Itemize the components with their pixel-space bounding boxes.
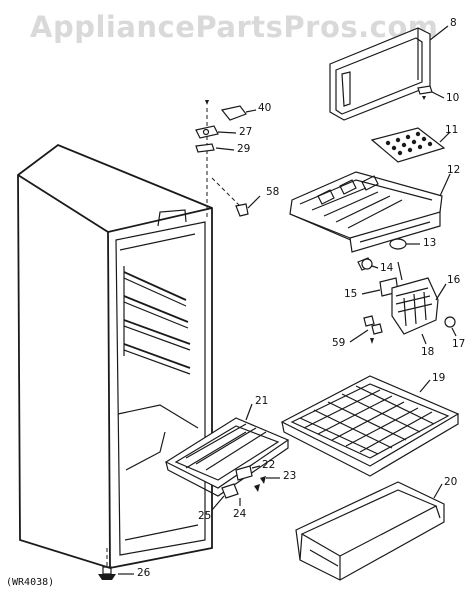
callout-25: 25 (198, 510, 212, 522)
callout-22: 22 (262, 459, 276, 471)
diagram-code: (WR4038) (6, 577, 55, 588)
shelf (280, 375, 460, 477)
crisper-cover (164, 417, 290, 497)
meat-keeper (349, 211, 441, 253)
leader-lines (118, 25, 457, 575)
callout-27: 27 (239, 126, 253, 138)
callout-19: 19 (432, 372, 446, 384)
cabinet (17, 143, 213, 580)
callout-24: 24 (233, 508, 247, 520)
callout-59: 59 (332, 337, 346, 349)
callout-23: 23 (283, 470, 297, 482)
callout-18: 18 (421, 346, 435, 358)
callout-29: 29 (237, 143, 251, 155)
callout-40: 40 (258, 102, 272, 114)
door-clip (417, 85, 433, 100)
callout-12: 12 (447, 164, 461, 176)
callout-20: 20 (444, 476, 458, 488)
callout-26: 26 (137, 567, 151, 579)
callout-8: 8 (450, 17, 457, 29)
door (329, 27, 431, 121)
leveling-leg (98, 548, 116, 580)
callout-10: 10 (446, 92, 460, 104)
shelf-rails (123, 266, 191, 375)
callout-13: 13 (423, 237, 437, 249)
crisper-pan (295, 481, 445, 581)
callout-17: 17 (452, 338, 466, 350)
callout-58: 58 (266, 186, 280, 198)
watermark: AppliancePartsPros.com (30, 10, 439, 44)
callout-11: 11 (445, 124, 459, 136)
hinge (195, 100, 249, 220)
ice-tray (370, 127, 446, 163)
callout-15: 15 (344, 288, 358, 300)
crisper-support (221, 465, 266, 499)
callout-14: 14 (380, 262, 394, 274)
callout-16: 16 (447, 274, 461, 286)
control (363, 261, 456, 344)
callout-21: 21 (255, 395, 269, 407)
